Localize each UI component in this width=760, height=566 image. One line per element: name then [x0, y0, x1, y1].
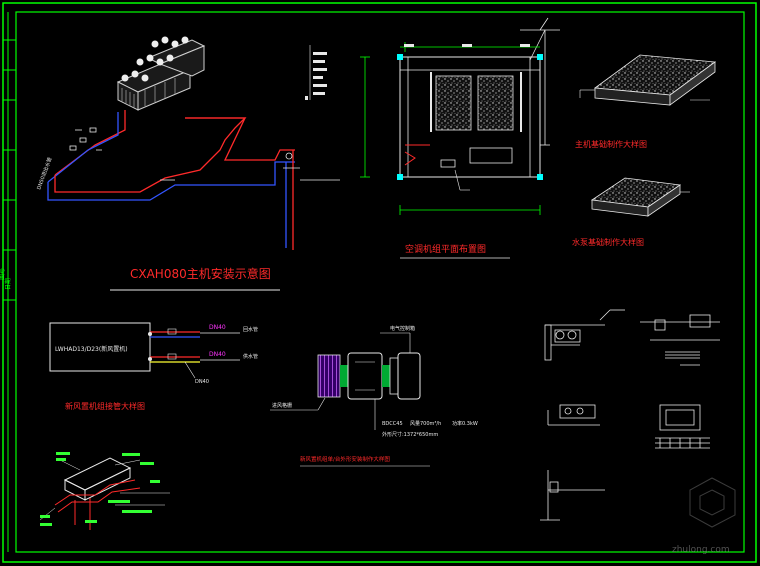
fcu-spec-size: 外形尺寸:1372*650mm — [382, 431, 438, 438]
watermark-logo — [689, 477, 736, 528]
left-strip-text: 图号 日期 — [0, 268, 12, 290]
duct-3d-detail — [39, 457, 170, 530]
main-foundation-detail — [579, 54, 717, 106]
fcu-section-title: 新风置机组单/台外形安装制作大样图 — [300, 455, 390, 463]
fcu-box-left-label: 进风格栅 — [272, 402, 292, 409]
fcu-spec-power: 功率0.3kW — [452, 420, 478, 427]
fcu-assembly — [270, 332, 421, 430]
chiller-piping — [47, 110, 340, 250]
fcu-spec-model: BDCC45 — [382, 421, 403, 427]
pump-foundation-title: 水泵基础制作大样图 — [572, 237, 644, 247]
pump-foundation-detail — [590, 177, 690, 217]
fcu-pipe-title: 新风置机组接管大样图 — [65, 401, 145, 411]
left-title-strip — [3, 12, 16, 552]
fcu-spec-air: 风量700m³/h — [410, 420, 441, 427]
inner-frame — [15, 11, 745, 553]
chiller-title: CXAH080主机安装示意图 — [130, 266, 271, 281]
svg-text:日期: 日期 — [4, 278, 12, 290]
ahu-room-plan — [360, 17, 560, 215]
duct-3d-callouts — [40, 452, 160, 526]
pipe-dn40-c: DN40 — [195, 379, 209, 385]
section-details — [540, 309, 720, 521]
pipe-dn40-b: DN40 — [209, 351, 226, 358]
fcu-box-top-label: 电气控制箱 — [390, 325, 415, 332]
pipe-dn40-a: DN40 — [209, 324, 226, 331]
main-foundation-title: 主机基础制作大样图 — [575, 139, 647, 149]
watermark-text: zhulong.com — [672, 545, 730, 555]
svg-text:图号: 图号 — [0, 268, 6, 280]
riser-label: DN50进出水管 — [35, 156, 53, 190]
ahu-room-title: 空调机组平面布置图 — [405, 243, 486, 255]
return-label: 供水管 — [243, 353, 258, 360]
legend-list — [305, 45, 327, 100]
fcu-unit-box — [49, 322, 240, 379]
chiller-units — [116, 36, 206, 111]
fcu-unit-model: LWHAD13/D23(新风置机) — [55, 345, 128, 353]
supply-label: 回水管 — [243, 326, 258, 333]
chiller-valves — [69, 127, 293, 160]
